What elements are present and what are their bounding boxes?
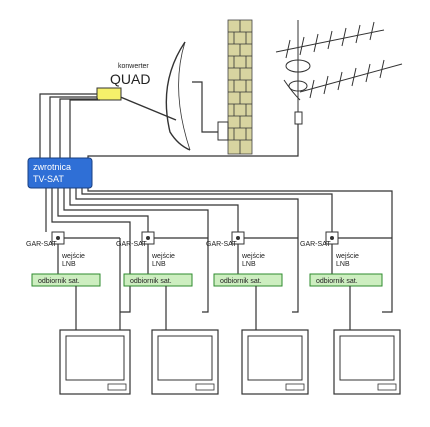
input-label-2: LNB (242, 261, 256, 268)
multiswitch-box: zwrotnica TV-SAT (27, 157, 93, 189)
tv-monitor-icon (333, 329, 401, 395)
receiver-column-3: GAR-SAT wejście LNB odbiornik sat. (206, 231, 309, 395)
splitter-label: GAR-SAT (300, 241, 331, 248)
converter-label-small: konwerter (118, 63, 149, 70)
satellite-dish-icon (117, 41, 229, 151)
input-label-1: wejście (151, 253, 175, 260)
input-label-1: wejście (335, 253, 359, 260)
multiswitch-label-line2: TV-SAT (33, 174, 64, 184)
terrestrial-antenna-icon (275, 20, 403, 126)
receiver-box (31, 273, 101, 287)
brick-wall (227, 19, 253, 155)
receiver-box (309, 273, 383, 287)
converter-label-big: QUAD (110, 71, 150, 87)
receiver-box-label: odbiornik sat. (316, 278, 358, 285)
receiver-column-4: GAR-SAT wejście LNB odbiornik sat. (300, 231, 401, 395)
converter-quad: konwerter QUAD (96, 63, 150, 101)
input-label-2: LNB (152, 261, 166, 268)
receiver-box-label: odbiornik sat. (220, 278, 262, 285)
tv-monitor-icon (59, 329, 131, 395)
input-label-2: LNB (336, 261, 350, 268)
tv-monitor-icon (241, 329, 309, 395)
input-label-1: wejście (241, 253, 265, 260)
receiver-box-label: odbiornik sat. (130, 278, 172, 285)
multiswitch-label-line1: zwrotnica (33, 162, 71, 172)
tv-monitor-icon (151, 329, 219, 395)
splitter-label: GAR-SAT (116, 241, 147, 248)
input-label-2: LNB (62, 261, 76, 268)
receiver-box-label: odbiornik sat. (38, 278, 80, 285)
splitter-label: GAR-SAT (26, 241, 57, 248)
receiver-column-2: GAR-SAT wejście LNB odbiornik sat. (116, 231, 219, 395)
receiver-column-1: GAR-SAT wejście LNB odbiornik sat. (26, 231, 131, 395)
input-label-1: wejście (61, 253, 85, 260)
splitter-label: GAR-SAT (206, 241, 237, 248)
receiver-box (213, 273, 283, 287)
receiver-box (123, 273, 193, 287)
